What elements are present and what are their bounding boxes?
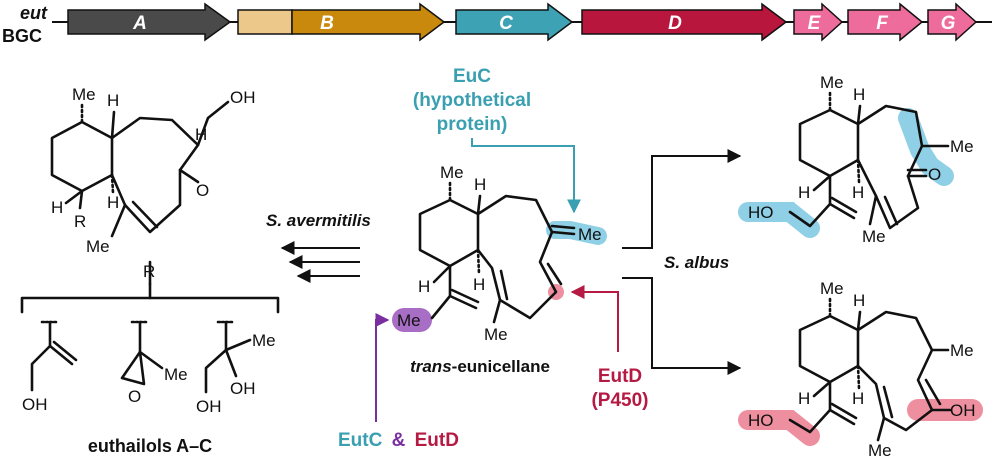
center-name-rest: -eunicellane bbox=[452, 357, 550, 376]
atom-oh-rb: OH bbox=[950, 401, 976, 420]
atom-o-rt: O bbox=[928, 165, 941, 184]
trans-eunicellane-structure: Me Me H H H Me Me trans-eunicellane bbox=[392, 163, 607, 376]
right-arrows: S. albus bbox=[622, 149, 742, 375]
gene-arrow-c bbox=[455, 2, 574, 42]
atom-oh-r3a: OH bbox=[230, 379, 256, 398]
enzyme-euc: EuC (hypothetical protein) bbox=[413, 66, 581, 214]
atom-me-center-purple: Me bbox=[397, 311, 421, 330]
eutc-arrow bbox=[375, 313, 390, 422]
gene-arrow-b bbox=[291, 2, 446, 42]
gene-label-d: D bbox=[668, 13, 682, 34]
gene-label-e: E bbox=[808, 13, 822, 34]
atom-h-left-4: H bbox=[51, 198, 63, 217]
euthailol-structure: Me H H H OH O R H Me R OH bbox=[20, 85, 280, 456]
gene-label-f: F bbox=[876, 13, 889, 34]
atom-h-rt-2: H bbox=[852, 183, 864, 202]
euc-line2: (hypothetical bbox=[413, 90, 531, 111]
center-name: trans-eunicellane bbox=[410, 357, 550, 376]
atom-oh-r1: OH bbox=[22, 395, 48, 414]
atom-ho-rb: HO bbox=[748, 411, 774, 430]
amp-label: & bbox=[392, 430, 406, 451]
atom-h-rt-1: H bbox=[853, 85, 865, 104]
atom-me-rb-top: Me bbox=[820, 279, 844, 298]
atom-me-center-bottom: Me bbox=[484, 325, 508, 344]
organism-right: S. albus bbox=[664, 253, 729, 272]
atom-h-rt-3: H bbox=[798, 183, 810, 202]
gene-arrow-b-segment bbox=[237, 9, 293, 35]
gene-arrow-d bbox=[581, 2, 788, 42]
atom-h-rb-1: H bbox=[853, 291, 865, 310]
r-group-2: Me O bbox=[120, 320, 188, 406]
atom-me-rb-right: Me bbox=[950, 341, 974, 360]
gene-label-c: C bbox=[499, 13, 513, 34]
atom-oh-r3b: OH bbox=[196, 397, 222, 416]
gene-arrow-a bbox=[67, 2, 232, 42]
cluster-label-eut: eut bbox=[20, 3, 48, 23]
eutd-arrow bbox=[570, 285, 619, 352]
highlight-teal-ketone bbox=[898, 108, 954, 186]
atom-me-rt-bottom: Me bbox=[862, 227, 886, 246]
gene-label-a: A bbox=[132, 13, 147, 34]
gene-arrow-f bbox=[847, 2, 924, 42]
euc-arrow bbox=[471, 138, 581, 214]
atom-h-left-3: H bbox=[195, 125, 207, 144]
gene-label-g: G bbox=[941, 13, 956, 34]
atom-me-rt-right: Me bbox=[950, 137, 974, 156]
r-group-1: OH bbox=[22, 320, 78, 414]
organism-left: S. avermitilis bbox=[266, 211, 371, 230]
atom-h-center-2: H bbox=[473, 275, 485, 294]
enzyme-eutc-eutd: EutC & EutD bbox=[338, 313, 459, 451]
enzyme-eutd: EutD (P450) bbox=[570, 285, 649, 411]
euc-line3: protein) bbox=[437, 114, 508, 135]
atom-h-left-1: H bbox=[107, 91, 119, 110]
eutc-label: EutC bbox=[338, 430, 383, 451]
gene-arrow-g bbox=[927, 2, 978, 42]
atom-me-center-top: Me bbox=[440, 163, 464, 182]
atom-me-center-right: Me bbox=[578, 225, 602, 244]
eutd-line1: EutD bbox=[598, 366, 642, 387]
atom-me-rb-bottom: Me bbox=[868, 441, 892, 460]
atom-r-left: R bbox=[74, 212, 86, 231]
eutd-line2: (P450) bbox=[591, 390, 648, 411]
atom-me-left-top: Me bbox=[72, 85, 96, 104]
atom-h-rb-3: H bbox=[798, 389, 810, 408]
left-arrows: S. avermitilis bbox=[266, 211, 371, 283]
atom-o-r2: O bbox=[128, 387, 141, 406]
euc-line1: EuC bbox=[453, 66, 491, 87]
product-top-structure: Me H H H Me O HO Me bbox=[738, 73, 974, 246]
atom-h-center-1: H bbox=[474, 175, 486, 194]
center-name-italic: trans bbox=[410, 357, 452, 376]
highlight-teal-center bbox=[546, 221, 607, 245]
r-group-label: R bbox=[143, 262, 155, 281]
eutd-label-bottom: EutD bbox=[415, 430, 459, 451]
atom-h-rb-2: H bbox=[852, 389, 864, 408]
cluster-label-bgc: BGC bbox=[2, 26, 42, 46]
eutc-eutd-label: EutC & EutD bbox=[338, 430, 459, 451]
atom-me-r3: Me bbox=[252, 331, 276, 350]
highlight-purple-center bbox=[392, 308, 432, 332]
r-group-3: Me OH OH bbox=[196, 320, 276, 416]
atom-me-r2: Me bbox=[164, 365, 188, 384]
euthailols-name: euthailols A–C bbox=[88, 436, 212, 456]
gene-cluster: eut BGC A B C D E F G bbox=[2, 2, 992, 46]
atom-me-rt-top: Me bbox=[820, 73, 844, 92]
gene-arrow-e bbox=[793, 2, 844, 42]
atom-o-left: O bbox=[196, 181, 209, 200]
atom-h-center-3: H bbox=[418, 277, 430, 296]
atom-h-left-2: H bbox=[107, 193, 119, 212]
atom-ho-rt: HO bbox=[748, 203, 774, 222]
atom-oh-left: OH bbox=[230, 88, 256, 107]
gene-label-b: B bbox=[320, 13, 334, 34]
atom-me-left-bottom: Me bbox=[86, 237, 110, 256]
product-bottom-structure: Me H H H Me OH HO Me bbox=[738, 279, 983, 460]
